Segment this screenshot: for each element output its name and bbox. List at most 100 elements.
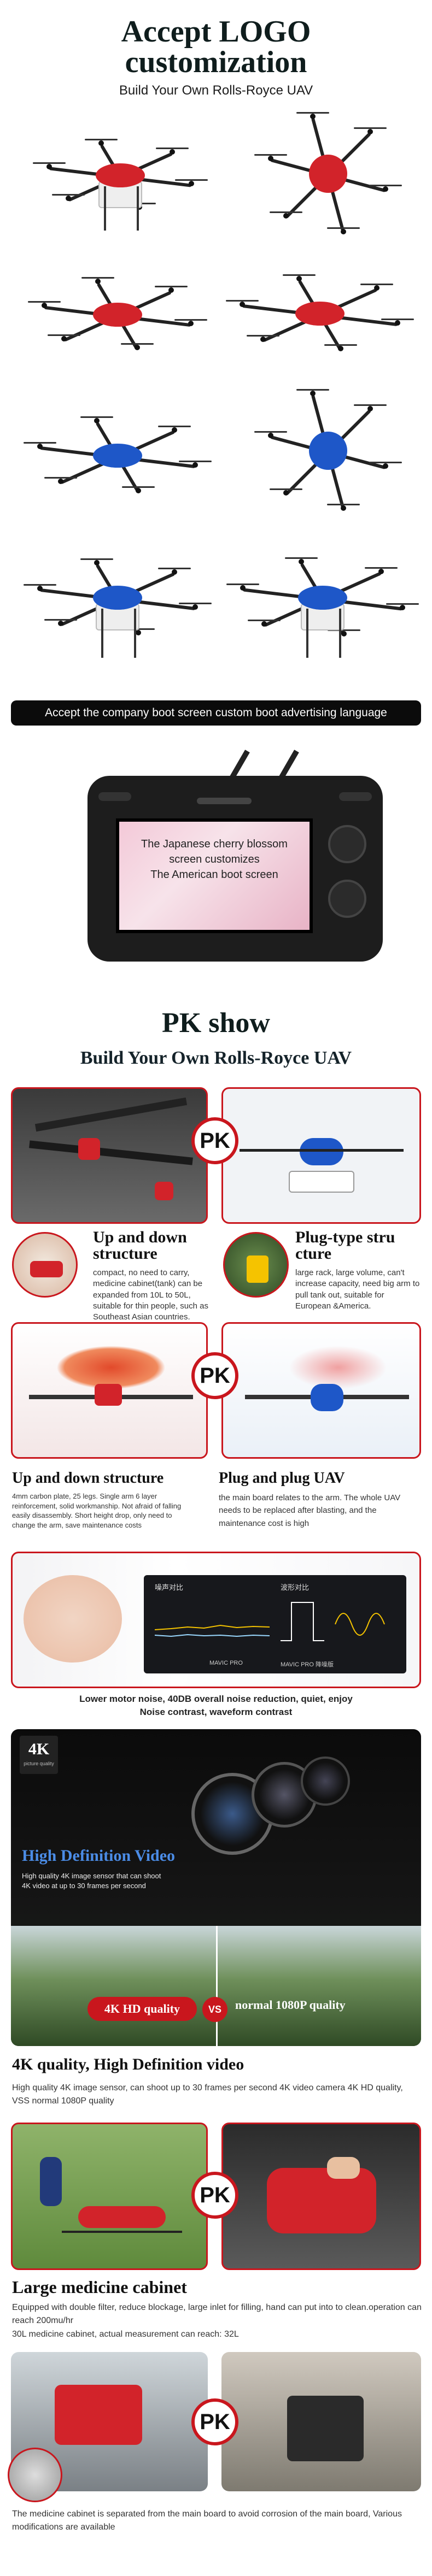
drone-arm (62, 2231, 182, 2233)
screen-text: screen customizes (169, 853, 260, 865)
motor (94, 560, 100, 566)
screen-text: The American boot screen (150, 869, 278, 881)
motor (170, 149, 176, 155)
motor (341, 630, 347, 636)
drone-body-red (93, 302, 142, 327)
page-title-line1: Accept LOGO (121, 15, 311, 49)
frame-arm (34, 1097, 188, 1132)
photo-up-down-frame (11, 1087, 208, 1224)
pk-badge: PK (191, 1117, 238, 1164)
propeller (381, 319, 414, 321)
drone-body-blue (300, 1138, 343, 1165)
quality-title: 4K quality, High Definition video (12, 2055, 244, 2073)
vs-label: VS (202, 1997, 227, 2022)
propeller (226, 583, 259, 586)
propeller (284, 557, 318, 559)
noise-line-a (155, 1624, 270, 1630)
propeller (157, 568, 191, 570)
motor (46, 163, 52, 169)
propeller (120, 343, 154, 345)
propeller (44, 618, 78, 621)
propeller (157, 426, 191, 428)
compare1-right-title: Plug-type stru cture (295, 1228, 395, 1263)
propeller (47, 334, 80, 336)
impact-burst (56, 1346, 166, 1389)
propeller (226, 299, 259, 302)
tank-red (267, 2168, 376, 2233)
impact-burst (289, 1346, 387, 1389)
propeller (282, 274, 316, 276)
propeller (369, 462, 402, 464)
cabinet-text-1: Equipped with double filter, reduce bloc… (12, 2303, 422, 2325)
remote-screen: The Japanese cherry blossom screen custo… (116, 818, 313, 933)
frame-center (95, 1384, 122, 1406)
motor (394, 320, 400, 326)
drone-illustration (224, 552, 421, 661)
legend-a: MAVIC PRO (209, 1660, 243, 1666)
motor (136, 487, 142, 493)
propeller (269, 211, 302, 214)
compare1-left-title: Up and down structure (93, 1228, 187, 1263)
propeller (28, 301, 61, 303)
motor (367, 405, 373, 411)
pk-badge: PK (191, 2398, 238, 2445)
landscape-image (11, 1926, 421, 2046)
motor (171, 569, 177, 575)
propeller (254, 431, 287, 433)
propeller (327, 504, 360, 506)
motor (341, 228, 347, 234)
propeller (360, 284, 393, 286)
landing-leg (306, 609, 308, 658)
drone-body-blue (309, 432, 347, 470)
joystick-right (328, 825, 366, 863)
propeller (269, 488, 302, 491)
drone-body-red (309, 155, 347, 193)
compare2-left-text: 4mm carbon plate, 25 legs. Single arm 6 … (12, 1492, 182, 1529)
main-board (287, 2396, 364, 2461)
boot-screen-banner: Accept the company boot screen custom bo… (11, 700, 421, 726)
propeller (156, 147, 189, 149)
page-subtitle: Build Your Own Rolls-Royce UAV (119, 83, 313, 98)
compare2-left-title: Up and down structure (12, 1470, 164, 1487)
motor (367, 128, 373, 134)
drone-illustration (254, 388, 402, 530)
photo-drop-test-left (11, 1322, 208, 1459)
propeller (328, 629, 361, 631)
propeller (85, 139, 118, 141)
propeller (51, 194, 85, 196)
motor (260, 336, 266, 342)
motor (61, 335, 67, 341)
motor (136, 629, 142, 635)
drone-illustration (33, 134, 208, 232)
motor (383, 186, 389, 192)
drone-body-blue (93, 444, 142, 468)
motor (58, 478, 64, 484)
motor (188, 320, 194, 326)
propeller (178, 461, 212, 463)
propeller (122, 486, 155, 488)
motor (298, 559, 304, 565)
photo-plug-type-circle (223, 1232, 289, 1298)
propeller (155, 286, 188, 288)
motor (378, 568, 384, 574)
propeller (80, 416, 113, 418)
person (40, 2157, 62, 2206)
landing-leg (137, 186, 139, 231)
sine-wave (335, 1613, 385, 1636)
propeller (33, 162, 66, 164)
photo-cabinet-right (221, 2352, 421, 2491)
4k-badge-text: 4K (28, 1740, 50, 1758)
waveform-chart (281, 1602, 385, 1641)
photo-drop-test-right (221, 1322, 421, 1459)
motor (261, 621, 267, 627)
propeller (324, 344, 358, 346)
motor (400, 604, 406, 610)
motor (188, 181, 194, 187)
drone-arm (240, 1149, 404, 1152)
noise-line-b (155, 1634, 270, 1637)
split-divider (216, 1926, 218, 2046)
pk-title: PK show (162, 1007, 270, 1039)
propeller (248, 620, 281, 622)
drone-tank (289, 1171, 354, 1193)
drone-body-red (78, 2206, 166, 2228)
